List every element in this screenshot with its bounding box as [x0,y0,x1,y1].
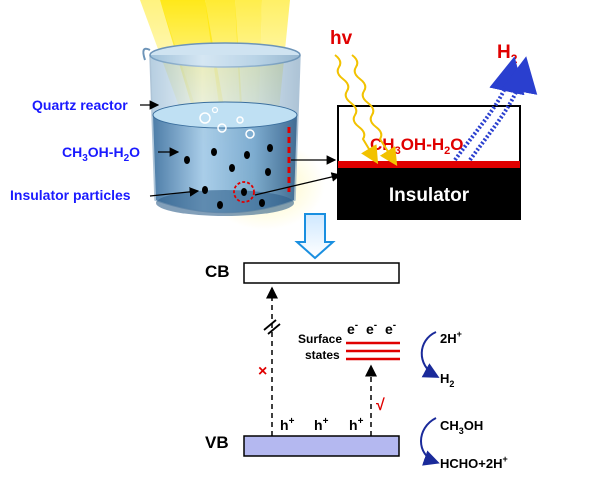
valence-band [243,435,400,457]
break-mark-2 [267,323,281,335]
label-h2: H2 [497,42,518,66]
conduction-band [243,262,400,284]
label-quartz-reactor: Quartz reactor [32,97,128,113]
forbidden-mark: × [258,363,267,380]
allowed-mark: √ [376,397,385,414]
label-insulator-particles: Insulator particles [10,187,131,203]
insulator-inset: Insulator CH3OH-H2O [337,105,521,220]
beaker-icon [142,42,325,230]
hole-3: h+ [349,416,364,433]
insulator-block [338,168,520,219]
break-mark-1 [263,319,277,331]
label-2h-plus: 2H+ [440,329,462,346]
label-h2-product: H2 [440,371,454,389]
label-hv: hv [330,28,353,49]
label-insulator: Insulator [389,185,470,206]
oxidation-arrow [420,417,440,466]
label-solution: CH3OH-H2O [62,144,140,164]
label-surface-line1: Surface [298,332,342,346]
surface-state-levels [346,341,400,361]
label-product: HCHO+2H+ [440,454,508,471]
surface-layer [338,161,520,168]
electron-1: e- [347,320,358,337]
electron-2: e- [366,320,377,337]
label-cb: CB [205,262,230,281]
hole-2: h+ [314,416,329,433]
connector-arrow-particle [254,172,342,196]
pointer-insulator-particles [149,187,200,197]
h2-release-arrow-icon [453,56,538,162]
electron-3: e- [385,320,396,337]
reduction-arrow [420,331,440,378]
label-ch3oh: CH3OH [440,418,483,436]
hole-1: h+ [280,416,295,433]
label-vb: VB [205,433,229,452]
label-surface-line2: states [305,348,340,362]
photon-wave-icon [334,54,398,167]
down-arrow-icon [294,213,336,260]
